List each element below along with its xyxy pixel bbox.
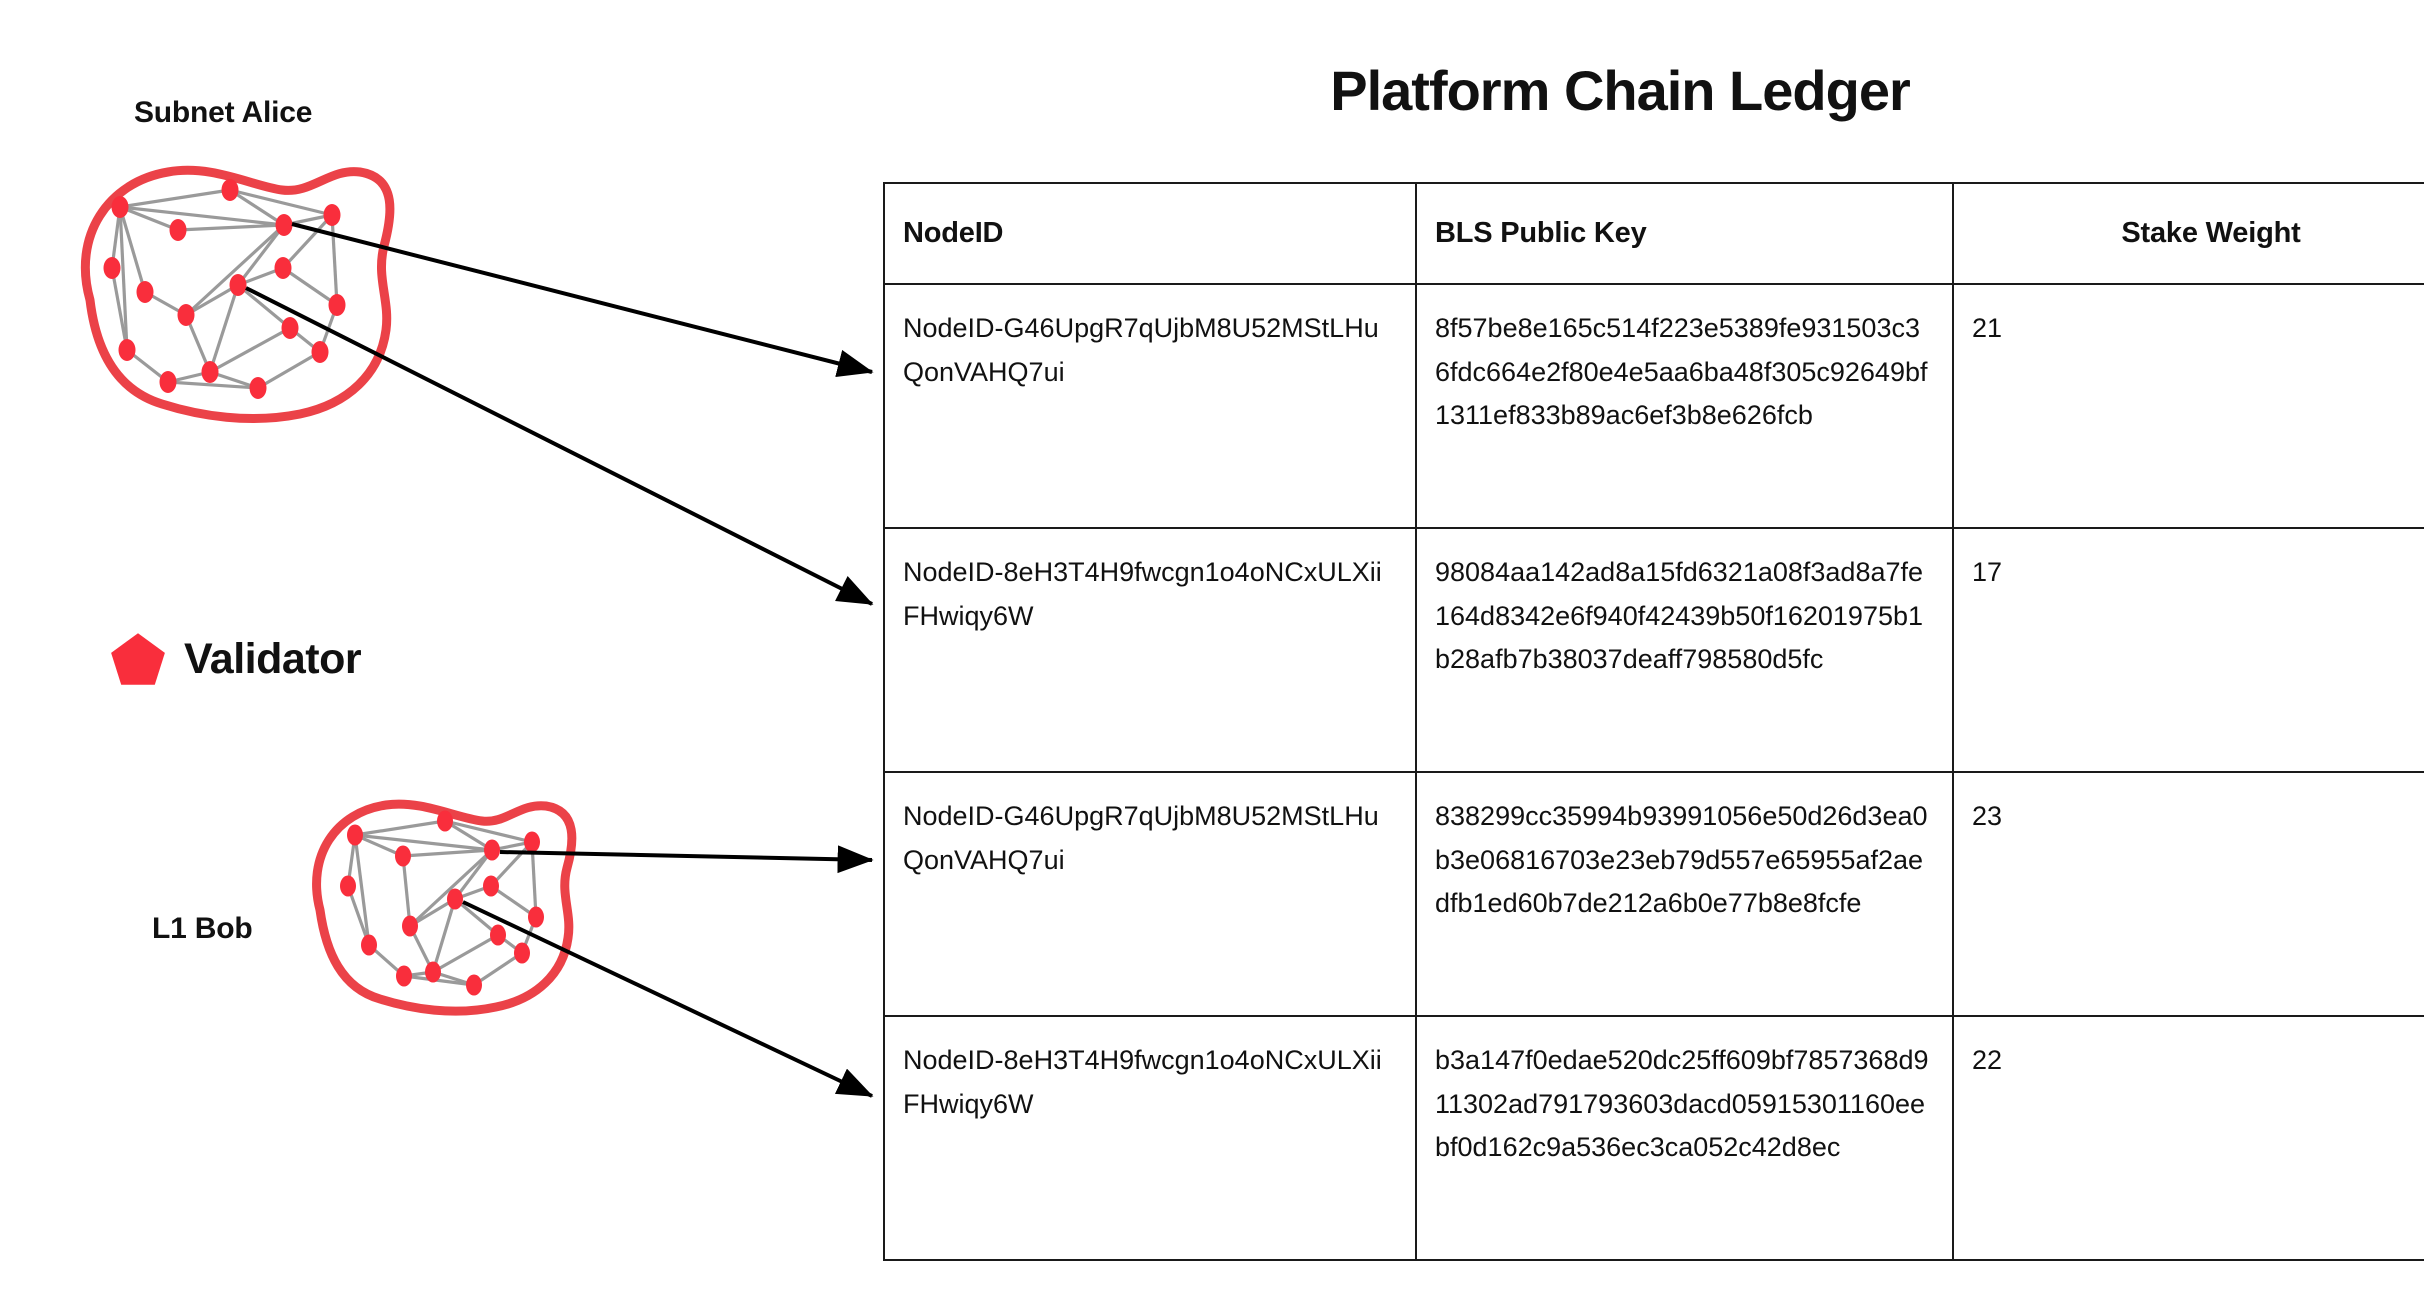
column-header-nodeid: NodeID bbox=[883, 182, 1417, 285]
table-header: NodeID BLS Public Key Stake Weight bbox=[883, 182, 2424, 285]
table-row: NodeID-8eH3T4H9fwcgn1o4oNCxULXiiFHwiqy6W… bbox=[883, 526, 2424, 773]
column-header-stake-weight: Stake Weight bbox=[1952, 182, 2424, 285]
table-row: NodeID-8eH3T4H9fwcgn1o4oNCxULXiiFHwiqy6W… bbox=[883, 1014, 2424, 1261]
table-header-row: NodeID BLS Public Key Stake Weight bbox=[883, 182, 2424, 285]
cell-bls-public-key: b3a147f0edae520dc25ff609bf7857368d911302… bbox=[1415, 1014, 1954, 1261]
platform-chain-ledger-table: NodeID BLS Public Key Stake Weight NodeI… bbox=[883, 182, 2424, 1261]
cell-bls-public-key: 838299cc35994b93991056e50d26d3ea0b3e0681… bbox=[1415, 770, 1954, 1017]
cell-nodeid: NodeID-G46UpgR7qUjbM8U52MStLHuQonVAHQ7ui bbox=[883, 282, 1417, 529]
ledger-panel: Platform Chain Ledger NodeID BLS Public … bbox=[880, 0, 2424, 1294]
table-body: NodeID-G46UpgR7qUjbM8U52MStLHuQonVAHQ7ui… bbox=[883, 282, 2424, 1261]
l1-bob-label: L1 Bob bbox=[152, 912, 253, 945]
cell-bls-public-key: 8f57be8e165c514f223e5389fe931503c36fdc66… bbox=[1415, 282, 1954, 529]
validator-legend-label: Validator bbox=[184, 634, 362, 683]
cell-nodeid: NodeID-8eH3T4H9fwcgn1o4oNCxULXiiFHwiqy6W bbox=[883, 526, 1417, 773]
column-header-bls-public-key: BLS Public Key bbox=[1415, 182, 1954, 285]
cell-stake-weight: 17 bbox=[1952, 526, 2424, 773]
diagram-panel: Subnet Alice L1 Bob Validator bbox=[0, 0, 880, 1294]
table-row: NodeID-G46UpgR7qUjbM8U52MStLHuQonVAHQ7ui… bbox=[883, 770, 2424, 1017]
subnet-alice-label: Subnet Alice bbox=[134, 96, 313, 129]
validator-legend: Validator bbox=[110, 632, 362, 686]
cell-nodeid: NodeID-8eH3T4H9fwcgn1o4oNCxULXiiFHwiqy6W bbox=[883, 1014, 1417, 1261]
cell-nodeid: NodeID-G46UpgR7qUjbM8U52MStLHuQonVAHQ7ui bbox=[883, 770, 1417, 1017]
cell-bls-public-key: 98084aa142ad8a15fd6321a08f3ad8a7fe164d83… bbox=[1415, 526, 1954, 773]
cell-stake-weight: 21 bbox=[1952, 282, 2424, 529]
page-title: Platform Chain Ledger bbox=[1330, 59, 1911, 122]
table-row: NodeID-G46UpgR7qUjbM8U52MStLHuQonVAHQ7ui… bbox=[883, 282, 2424, 529]
cell-stake-weight: 23 bbox=[1952, 770, 2424, 1017]
cell-stake-weight: 22 bbox=[1952, 1014, 2424, 1261]
pentagon-icon bbox=[111, 633, 165, 685]
